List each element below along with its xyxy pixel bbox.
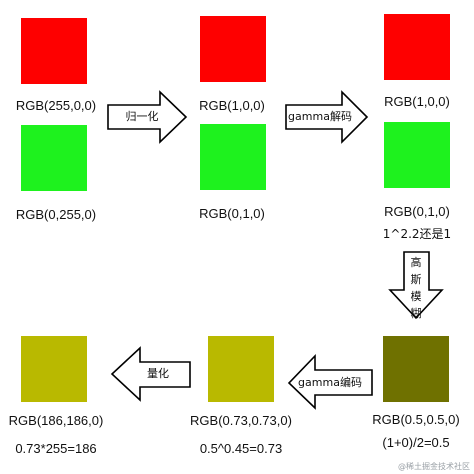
quantized-swatch [21, 336, 87, 402]
normalized-red-swatch [200, 16, 266, 82]
blur-arrow-label: 高斯模糊 [410, 256, 422, 320]
decoded-red-swatch [384, 14, 450, 80]
watermark: @稀土掘金技术社区 [398, 462, 470, 471]
normalized-green-label: RGB(0,1,0) [199, 206, 265, 221]
original-green-label: RGB(0,255,0) [15, 207, 97, 222]
decoded-red-label: RGB(1,0,0) [384, 94, 450, 109]
gamma-encode-arrow-label: gamma编码 [298, 376, 362, 389]
decoded-note: 1^2.2还是1 [382, 227, 452, 241]
normalized-green-swatch [200, 124, 266, 190]
encoded-label: RGB(0.73,0.73,0) [190, 413, 292, 428]
encoded-note: 0.5^0.45=0.73 [199, 441, 283, 456]
blurred-swatch [383, 336, 449, 402]
normalize-arrow [107, 90, 188, 144]
normalize-arrow-label: 归一化 [125, 110, 159, 123]
decoded-green-label: RGB(0,1,0) [384, 204, 450, 219]
blur-arrow [388, 251, 444, 320]
gamma-decode-arrow [285, 90, 369, 144]
quantized-note: 0.73*255=186 [15, 441, 97, 456]
blurred-note: (1+0)/2=0.5 [382, 435, 450, 450]
gamma-decode-arrow-label: gamma解码 [288, 110, 352, 123]
original-red-label: RGB(255,0,0) [15, 98, 97, 113]
decoded-green-swatch [384, 122, 450, 188]
original-red-swatch [21, 18, 87, 84]
encoded-swatch [208, 336, 274, 402]
original-green-swatch [21, 125, 87, 191]
quantized-label: RGB(186,186,0) [8, 413, 104, 428]
quantize-arrow-label: 量化 [147, 367, 169, 380]
blurred-label: RGB(0.5,0.5,0) [372, 412, 460, 427]
quantize-arrow [110, 346, 191, 402]
normalized-red-label: RGB(1,0,0) [199, 98, 265, 113]
gamma-encode-arrow [287, 354, 373, 410]
